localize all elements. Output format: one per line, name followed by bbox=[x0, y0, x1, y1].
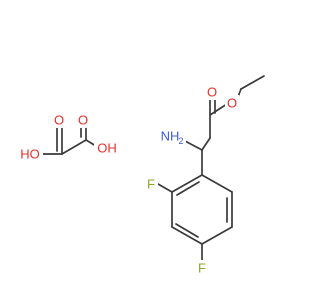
oxalic-oxygen-top-right: O bbox=[78, 113, 88, 128]
ring-bond-6 bbox=[171, 174, 203, 193]
bond-o-carbonyl bbox=[209, 103, 228, 116]
structure-canvas: O O NH 2 F F O O HO OH bbox=[17, 75, 265, 276]
oxalic-hydroxyl-left: HO bbox=[20, 147, 40, 162]
amine-subscript: 2 bbox=[178, 136, 183, 146]
bond-ring-f-ortho bbox=[157, 183, 173, 193]
fluorine-para: F bbox=[198, 261, 206, 276]
ring-inner-2 bbox=[175, 223, 199, 238]
ring-bond-3 bbox=[201, 226, 233, 245]
oxalic-oxygen-top-left: O bbox=[54, 113, 64, 128]
bond-oxalic-cc bbox=[61, 139, 87, 155]
oxalic-hydroxyl-right: OH bbox=[97, 141, 117, 156]
bond-ch2-ch bbox=[201, 137, 211, 151]
bond-ethyl-ch3 bbox=[240, 75, 265, 90]
ring-bond-4 bbox=[171, 226, 203, 245]
bond-lines bbox=[41, 75, 265, 261]
ring-bond-1 bbox=[201, 174, 233, 193]
atom-labels: O O NH 2 F F O O HO OH bbox=[17, 84, 239, 276]
fluorine-ortho: F bbox=[147, 177, 155, 192]
amine-label: NH bbox=[161, 129, 180, 144]
ring-inner-3 bbox=[176, 181, 200, 196]
bond-ch-nh2 bbox=[184, 140, 203, 151]
ester-oxygen-double: O bbox=[207, 85, 217, 100]
chemical-structure-diagram: O O NH 2 F F O O HO OH bbox=[17, 75, 265, 276]
ester-oxygen-single: O bbox=[227, 96, 237, 111]
